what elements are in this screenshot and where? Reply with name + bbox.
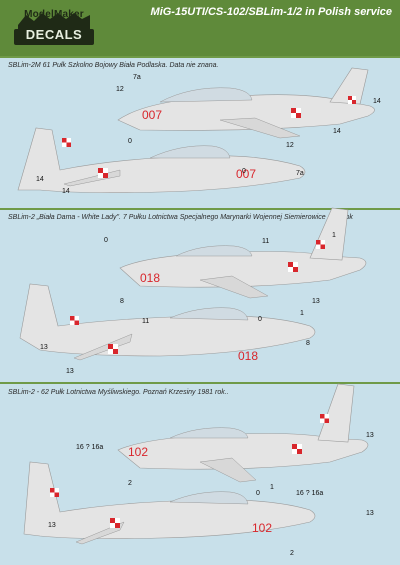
section-1-aircraft: 007 007: [17, 67, 375, 193]
callout: 0: [104, 237, 108, 244]
callout: 13: [312, 298, 320, 305]
callout: 16 ? 16a: [76, 444, 104, 451]
aircraft-3b: [23, 461, 316, 545]
logo-line2: DECALS: [25, 27, 83, 42]
logo-line1: ModelMaker: [24, 9, 84, 20]
section-2-caption: SBLim-2 „Biała Dama - White Lady". 7 Puł…: [8, 214, 353, 221]
callout: 14: [333, 128, 341, 135]
callout: 13: [40, 344, 48, 351]
aircraft-3a: [117, 383, 369, 483]
aircraft-2a-code: 018: [140, 271, 160, 285]
callout: 0: [128, 138, 132, 145]
aircraft-2b-code: 018: [238, 349, 258, 363]
section-3-panel: SBLim-2 - 62 Pułk Lotnictwa Myśliwskiego…: [0, 383, 400, 565]
callout: 7a: [133, 74, 141, 81]
aircraft-1b-code: 007: [236, 167, 256, 181]
header-bar: ModelMaker DECALS MiG-15UTI/CS-102/SBLim…: [0, 0, 400, 56]
aircraft-1a: [117, 67, 375, 139]
callout: 8: [306, 340, 310, 347]
callout: 0: [258, 316, 262, 323]
callout: 8: [120, 298, 124, 305]
section-1-panel: SBLim-2M 61 Pułk Szkolno Bojowy Biała Po…: [0, 58, 400, 208]
callout: 0: [256, 490, 260, 497]
modelmaker-logo: ModelMaker DECALS: [14, 7, 94, 49]
aircraft-3b-code: 102: [252, 521, 272, 535]
callout: 1: [270, 484, 274, 491]
callout: 14: [36, 176, 44, 183]
sheet-title: MiG-15UTI/CS-102/SBLim-1/2 in Polish ser…: [150, 6, 392, 18]
aircraft-2a: [119, 207, 367, 299]
callout: 12: [116, 86, 124, 93]
callout: 13: [366, 432, 374, 439]
section-3-caption: SBLim-2 - 62 Pułk Lotnictwa Myśliwskiego…: [8, 389, 229, 396]
callout: 13: [66, 368, 74, 375]
aircraft-1a-code: 007: [142, 108, 162, 122]
callout: 0: [242, 168, 246, 175]
section-2-aircraft: 018 018: [19, 207, 367, 363]
callout: 1: [300, 310, 304, 317]
logo-shape: [14, 13, 94, 45]
callout: 13: [48, 522, 56, 529]
callout: 11: [142, 318, 150, 325]
aircraft-3a-code: 102: [128, 445, 148, 459]
aircraft-1b: [17, 127, 306, 193]
callout: 14: [62, 188, 70, 195]
callout: 16 ? 16a: [296, 490, 324, 497]
callout: 14: [373, 98, 381, 105]
callout: 13: [366, 510, 374, 517]
aircraft-2b: [19, 283, 316, 361]
callout: 7a: [296, 170, 304, 177]
callout: 2: [128, 480, 132, 487]
section-2-panel: SBLim-2 „Biała Dama - White Lady". 7 Puł…: [0, 207, 400, 382]
section-1-caption: SBLim-2M 61 Pułk Szkolno Bojowy Biała Po…: [8, 62, 219, 69]
section-3-aircraft: 102 102: [23, 383, 369, 545]
callout: 12: [286, 142, 294, 149]
callout: 11: [262, 238, 270, 245]
callout: 2: [290, 550, 294, 557]
callout: 1: [332, 232, 336, 239]
